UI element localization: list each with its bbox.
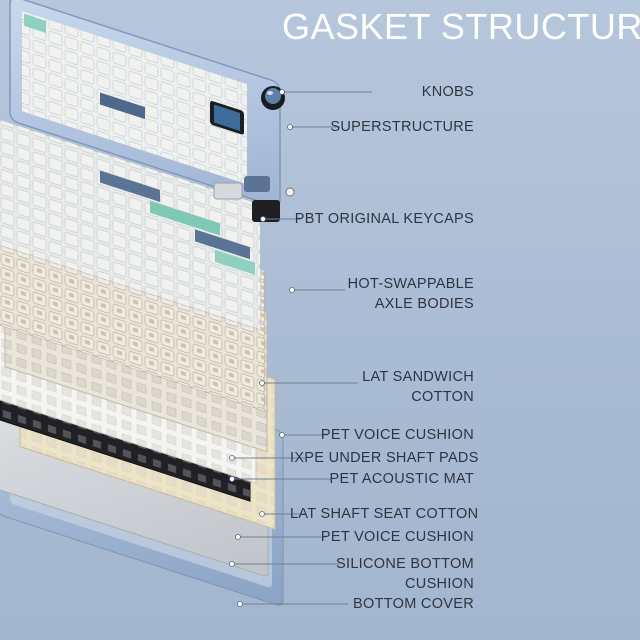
page-title: GASKET STRUCTURE [282,6,640,48]
label-hot-swappable: HOT-SWAPPABLE AXLE BODIES [290,274,474,314]
label-lat-sandwich-cotton: LAT SANDWICH COTTON [290,367,474,407]
label-pet-acoustic-mat: PET ACOUSTIC MAT [290,469,474,489]
label-bottom-cover: BOTTOM COVER [290,594,474,614]
label-pet-voice-cushion-2: PET VOICE CUSHION [290,527,474,547]
label-silicone-bottom-cushion: SILICONE BOTTOM CUSHION [290,554,474,594]
label-ixpe-pads: IXPE UNDER SHAFT PADS [290,448,474,468]
label-pet-voice-cushion-1: PET VOICE CUSHION [290,425,474,445]
label-lat-shaft-seat-cotton: LAT SHAFT SEAT COTTON [290,504,474,524]
label-knobs: KNOBS [290,82,474,102]
label-pbt-keycaps: PBT ORIGINAL KEYCAPS [290,209,474,229]
label-superstructure: SUPERSTRUCTURE [290,117,474,137]
